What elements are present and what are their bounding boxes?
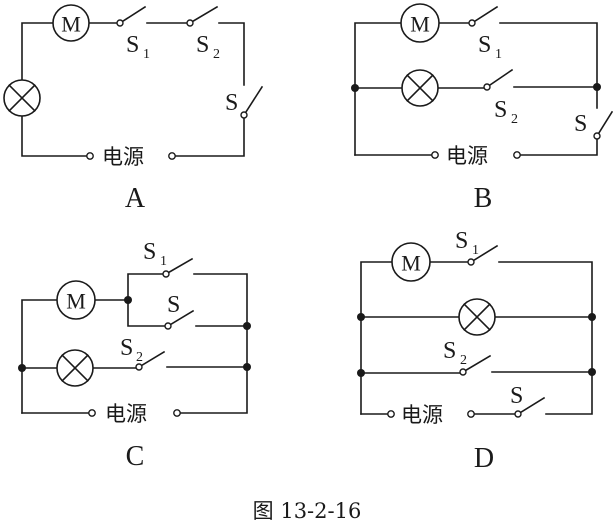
switch-subscript: 1 xyxy=(495,47,502,62)
switch-s[interactable] xyxy=(240,85,264,119)
wire xyxy=(179,273,248,414)
switch-label: S xyxy=(225,90,238,116)
switch-label: S xyxy=(455,228,468,254)
switch-s2[interactable] xyxy=(186,5,219,27)
switch-subscript: 2 xyxy=(511,112,518,127)
switch-subscript: 2 xyxy=(460,353,467,368)
junction-dot xyxy=(593,83,601,91)
junction-dot xyxy=(588,313,596,321)
wire xyxy=(21,299,58,414)
wire xyxy=(21,115,88,157)
power-source-label: 电源 xyxy=(105,402,147,426)
switch-s2[interactable] xyxy=(135,350,166,371)
junction-dot xyxy=(357,369,365,377)
switch-label: S xyxy=(478,32,491,58)
switch-s[interactable] xyxy=(164,309,195,330)
power-source-label: 电源 xyxy=(102,145,144,169)
circuit-b: M S 1 S 2 S 电源 B xyxy=(351,3,613,214)
lamp-icon xyxy=(401,69,439,107)
switch-s[interactable] xyxy=(593,110,613,140)
wire xyxy=(498,261,593,415)
wire xyxy=(21,22,54,81)
circuit-caption: A xyxy=(125,183,146,214)
junction-dot xyxy=(243,322,251,330)
motor-icon: M xyxy=(56,280,96,320)
power-source: 电源 xyxy=(86,145,176,169)
switch-subscript: 2 xyxy=(136,350,143,365)
circuit-a: M S 1 S 2 S 电源 A xyxy=(3,4,264,214)
switch-s1[interactable] xyxy=(468,5,499,27)
switch-s1[interactable] xyxy=(467,244,499,266)
switch-subscript: 1 xyxy=(160,254,167,269)
motor-icon: M xyxy=(400,3,440,43)
switch-s[interactable] xyxy=(514,396,546,418)
wire xyxy=(519,138,598,156)
switch-label: S xyxy=(510,383,523,409)
switch-subscript: 1 xyxy=(143,47,150,62)
junction-dot xyxy=(351,84,359,92)
switch-s2[interactable] xyxy=(483,68,514,91)
switch-s2[interactable] xyxy=(459,354,492,376)
motor-icon: M xyxy=(391,242,431,282)
lamp-icon xyxy=(56,349,94,387)
wire xyxy=(360,261,393,415)
switch-s1[interactable] xyxy=(116,5,147,27)
junction-dot xyxy=(124,296,132,304)
switch-s1[interactable] xyxy=(162,257,194,278)
circuit-caption: C xyxy=(126,441,145,472)
power-source-label: 电源 xyxy=(446,144,488,168)
circuit-c: M S 1 S S 2 电源 C xyxy=(18,239,251,472)
motor-symbol: M xyxy=(410,12,430,37)
switch-label: S xyxy=(120,335,133,361)
lamp-icon xyxy=(3,79,41,117)
figure-caption: 图 13-2-16 xyxy=(253,499,362,523)
switch-label: S xyxy=(143,239,156,265)
power-source-label: 电源 xyxy=(401,403,443,427)
wire xyxy=(499,22,598,109)
switch-label: S xyxy=(126,32,139,58)
switch-label: S xyxy=(443,338,456,364)
circuit-caption: D xyxy=(474,443,494,474)
wire xyxy=(174,117,245,157)
motor-icon: M xyxy=(52,4,90,42)
junction-dot xyxy=(357,313,365,321)
switch-label: S xyxy=(196,32,209,58)
motor-symbol: M xyxy=(61,12,81,37)
junction-dot xyxy=(18,364,26,372)
switch-label: S xyxy=(167,292,180,318)
motor-symbol: M xyxy=(66,289,86,314)
circuit-d: M S 1 S 2 S 电源 D xyxy=(357,228,596,474)
wire xyxy=(218,22,245,86)
power-source: 电源 xyxy=(387,403,475,427)
junction-dot xyxy=(588,368,596,376)
power-source: 电源 xyxy=(431,144,521,168)
wire xyxy=(127,299,166,327)
power-source: 电源 xyxy=(88,402,181,426)
lamp-icon xyxy=(458,298,496,336)
junction-dot xyxy=(243,363,251,371)
motor-symbol: M xyxy=(401,251,421,276)
switch-subscript: 2 xyxy=(213,47,220,62)
circuit-caption: B xyxy=(474,183,493,214)
wire xyxy=(354,22,402,156)
switch-subscript: 1 xyxy=(472,243,479,258)
switch-label: S xyxy=(494,97,507,123)
switch-label: S xyxy=(574,111,587,137)
wire xyxy=(127,273,164,301)
